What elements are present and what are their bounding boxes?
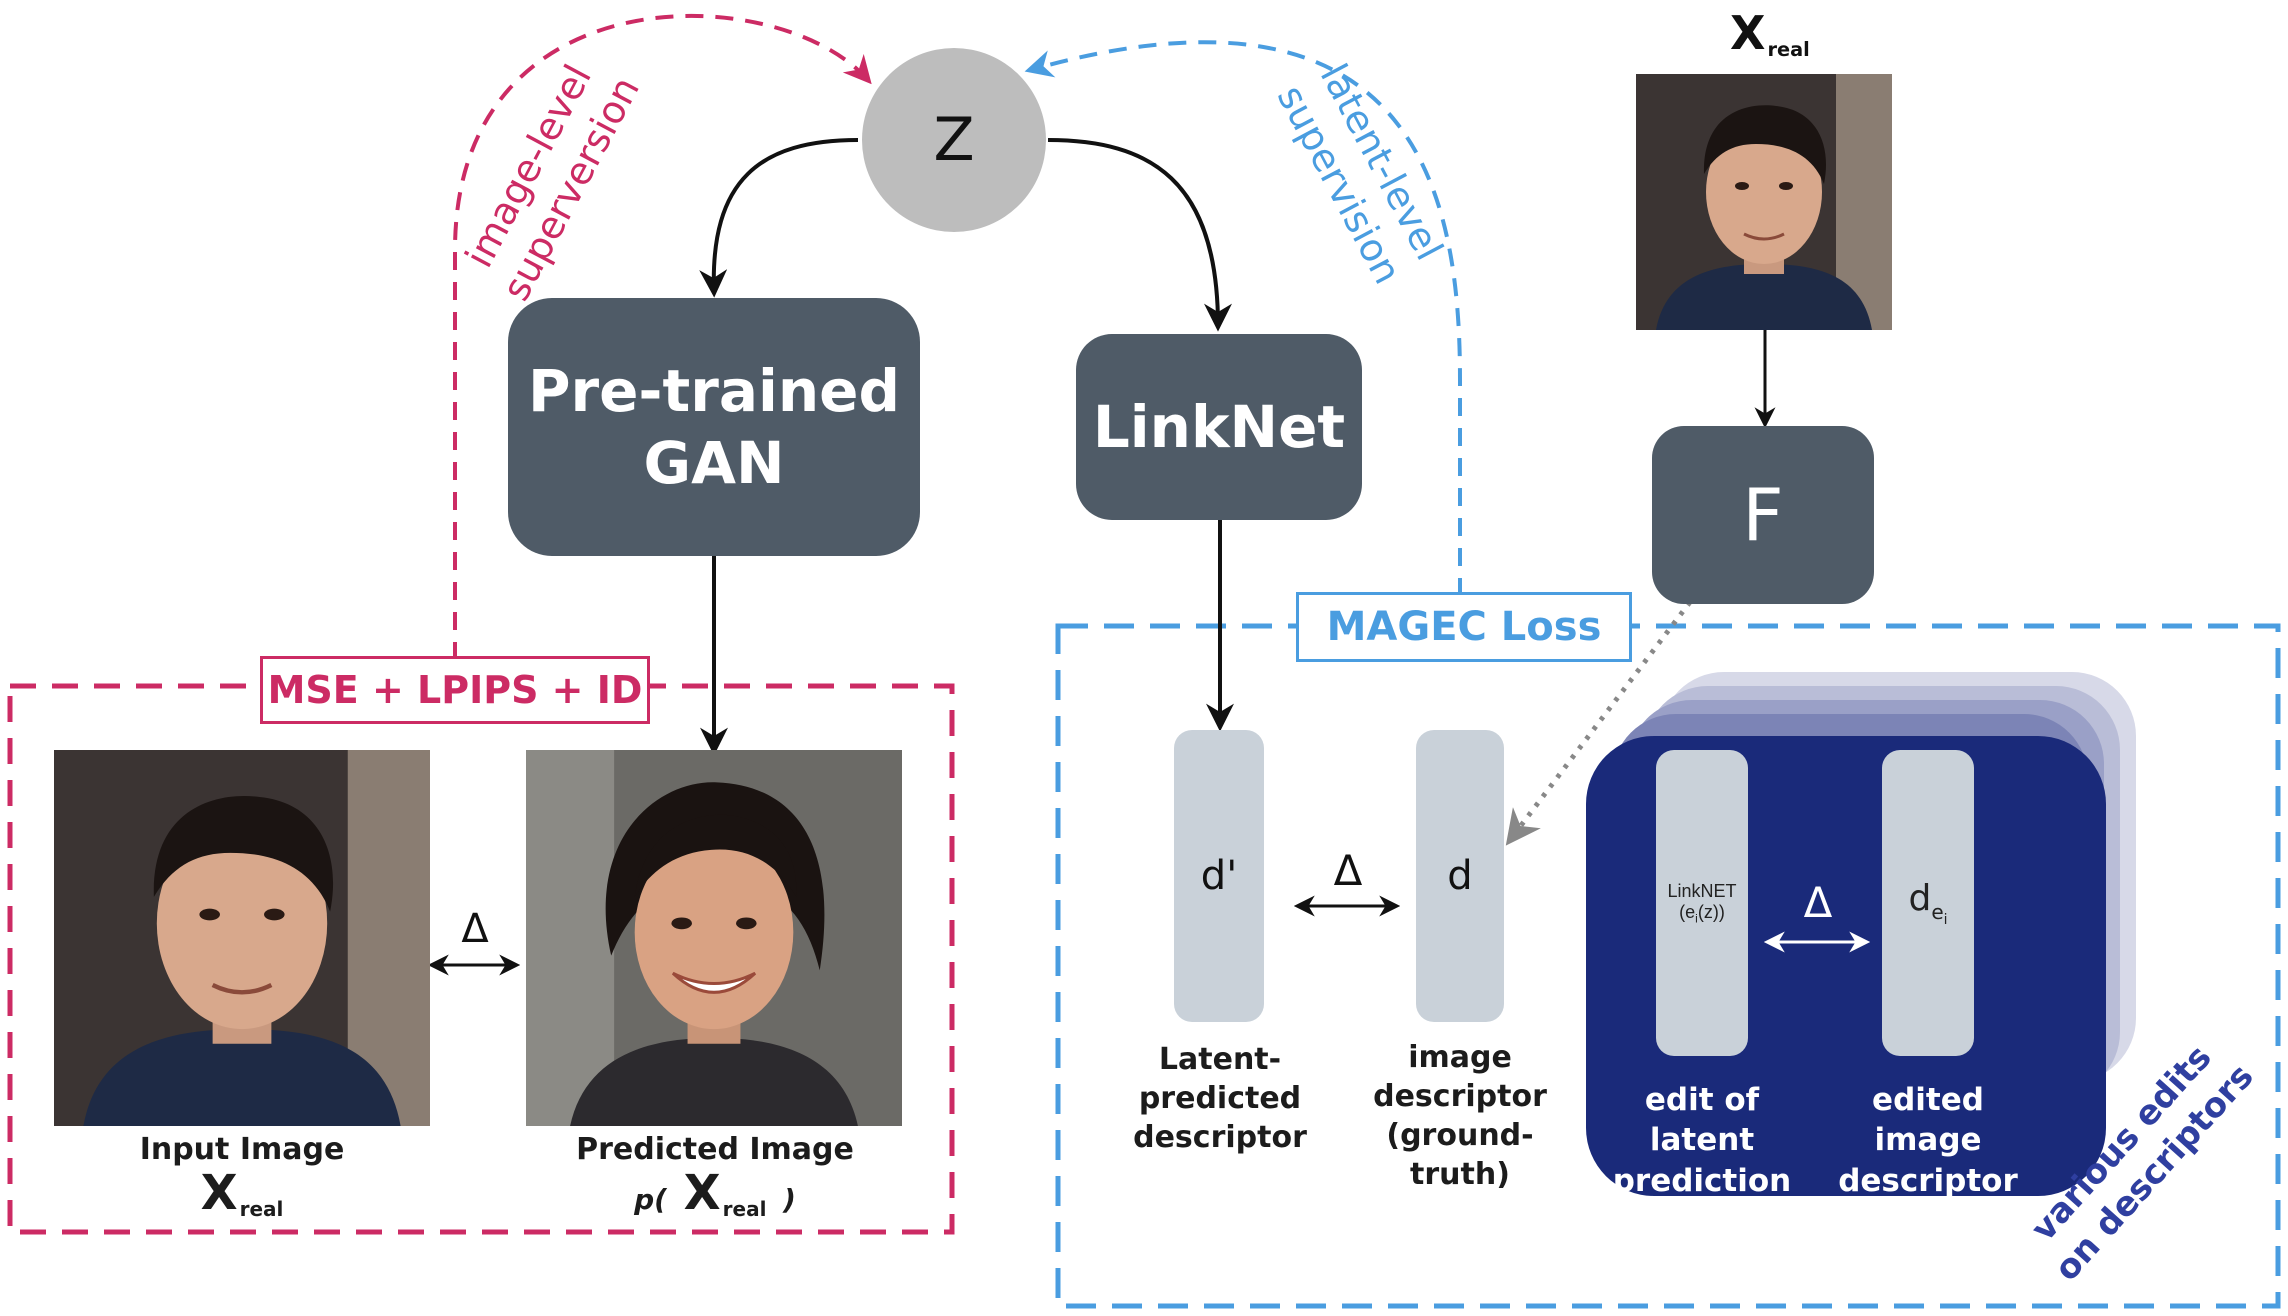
d-caption-1: image [1408,1040,1512,1075]
input-xreal-symbol: X [200,1165,238,1221]
d-descriptor: d [1416,730,1504,1022]
edited-image-caption-1: edited image [1872,1082,1984,1159]
predicted-prefix: p( [634,1183,667,1216]
pretrained-gan-box: Pre-trained GAN [508,298,920,556]
linknet-box: LinkNet [1076,334,1362,520]
edited-image-caption-2: descriptor [1838,1162,2018,1199]
d-prime-descriptor: d' [1174,730,1264,1022]
edit-latent-caption: edit of latent prediction [1590,1080,1814,1201]
latent-supervision-arrow [1024,40,1462,596]
predicted-xreal-sub: real [722,1197,767,1221]
edit-latent-pill: LinkNET (ei(z)) [1656,750,1748,1056]
d-prime-caption-3: descriptor [1133,1120,1307,1155]
f-label: F [1742,473,1784,557]
edited-image-base: d [1908,878,1932,920]
f-to-d-arrow [1505,600,1692,846]
xreal-top-sub: real [1767,37,1810,61]
d-label: d [1447,853,1473,899]
magec-tag-label: MAGEC Loss [1326,604,1602,650]
d-caption-2: descriptor [1373,1079,1547,1114]
mse-tag-label: MSE + LPIPS + ID [267,668,643,712]
edited-image-sub1: e [1931,899,1944,924]
edit-latent-caption-2: prediction [1612,1162,1792,1199]
d-prime-label: d' [1200,853,1238,899]
z-to-gan-arrow [699,138,859,298]
edit-latent-line2-sub: i [1695,911,1698,926]
gan-label-line2: GAN [643,429,785,497]
predicted-xreal-symbol: X [683,1165,721,1221]
edit-latent-line2-end: (z)) [1697,901,1725,922]
edited-image-caption: edited image descriptor [1818,1080,2038,1201]
input-image-photo [54,750,430,1126]
edit-latent-line1: LinkNET [1667,880,1737,901]
edited-image-sub2: i [1943,911,1948,928]
magec-loss-tag: MAGEC Loss [1296,592,1632,662]
input-image-caption-text: Input Image [139,1132,345,1167]
xreal-top-symbol: X [1730,6,1766,60]
d-prime-caption-2: predicted [1138,1081,1302,1116]
d-prime-caption: Latent- predicted descriptor [1110,1040,1330,1157]
magec-frame [1055,623,2281,1309]
d-prime-caption-1: Latent- [1158,1042,1282,1077]
image-supervision-arrow [453,13,872,660]
f-box: F [1652,426,1874,604]
predicted-image-caption-text: Predicted Image [576,1132,854,1167]
faces-delta-symbol: Δ [461,906,489,952]
edits-delta-symbol: Δ [1803,878,1833,927]
d-caption-3: (ground-truth) [1386,1118,1534,1192]
mse-lpips-id-tag: MSE + LPIPS + ID [260,656,650,724]
predicted-suffix: ) [783,1183,796,1216]
input-xreal-sub: real [239,1197,284,1221]
descriptors-delta-symbol: Δ [1333,846,1363,895]
z-node: Z [862,48,1046,232]
gan-label-line1: Pre-trained [527,356,900,425]
edited-image-pill: dei [1882,750,1974,1056]
z-node-label: Z [933,105,975,175]
linknet-label: LinkNet [1092,393,1346,461]
d-caption: image descriptor (ground-truth) [1340,1038,1580,1194]
edit-latent-caption-1: edit of latent [1644,1082,1760,1159]
edit-latent-line2: (e [1679,901,1696,922]
xreal-photo [1636,74,1892,330]
z-to-linknet-arrow [1047,138,1232,332]
predicted-image-photo [526,750,902,1126]
